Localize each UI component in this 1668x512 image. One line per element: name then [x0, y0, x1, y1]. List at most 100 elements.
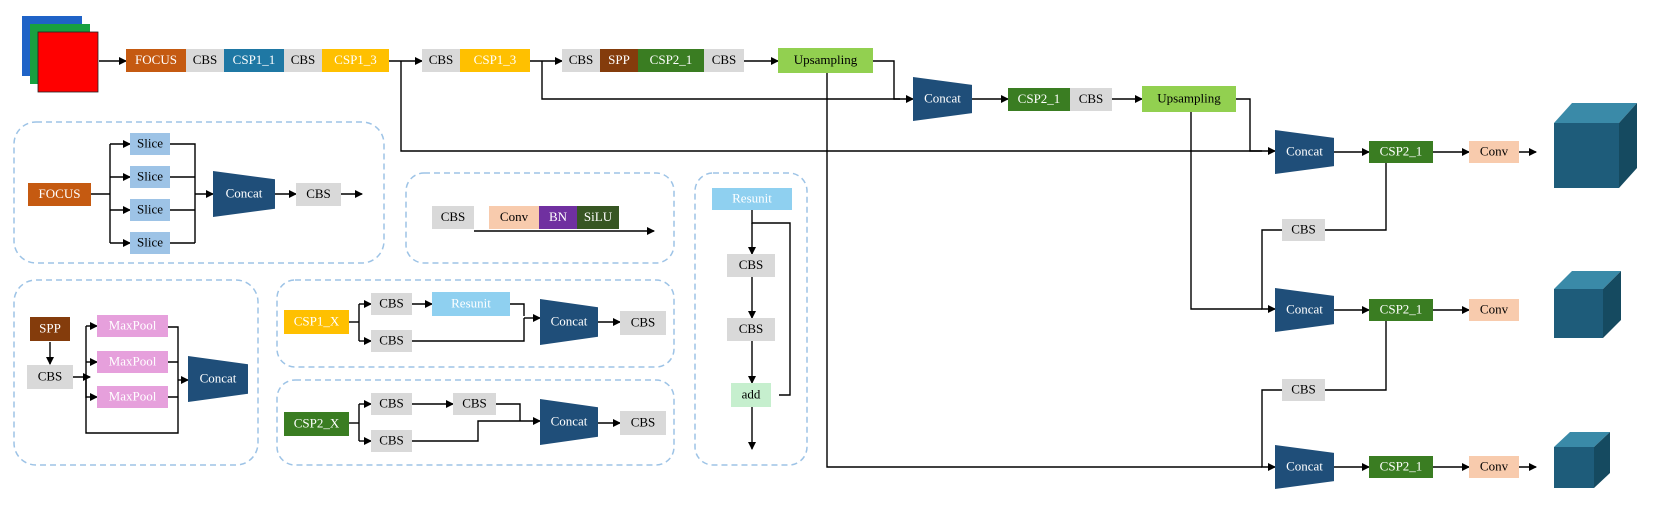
cbs-block-bg: [727, 254, 775, 277]
wire: [1261, 389, 1282, 471]
add-block: add: [731, 383, 771, 407]
maxpool-block-bg: [97, 315, 168, 337]
maxpool-block-bg: [97, 351, 168, 373]
csp2-x-block: CSP2_X: [284, 412, 349, 436]
bn-label: BN: [549, 209, 568, 224]
wire: [1190, 108, 1262, 310]
spp-label: SPP: [39, 320, 61, 335]
spp-module-panel: [13, 279, 259, 466]
concat-label: Concat: [924, 90, 961, 105]
spp-block: SPP: [30, 317, 70, 341]
maxpool-block: MaxPool: [97, 386, 168, 408]
cbs-block-bg: [562, 49, 600, 72]
cbs-label: CBS: [306, 186, 331, 201]
cbs-label: CBS: [291, 52, 316, 67]
wire: [1261, 229, 1282, 313]
maxpool-block-bg: [97, 386, 168, 408]
cbs-block: CBS: [453, 393, 496, 415]
csp1-3-label: CSP1_3: [474, 52, 517, 67]
cbs-block: CBS: [1070, 88, 1112, 111]
concat-label: Concat: [1286, 143, 1323, 158]
conv-block: Conv: [1469, 299, 1519, 321]
bn-block-bg: [539, 206, 577, 229]
wire: [412, 303, 525, 342]
cbs-label: CBS: [1079, 91, 1104, 106]
cbs-block-bg: [620, 411, 666, 435]
slice-block-bg: [130, 199, 170, 221]
wire: [496, 403, 521, 421]
csp2-1-block-bg: [1008, 88, 1070, 111]
resunit-block: Resunit: [712, 188, 792, 210]
cbs-block-bg: [422, 49, 460, 72]
concat-label: Concat: [551, 413, 588, 428]
slice-label: Slice: [137, 201, 163, 216]
resunit-label: Resunit: [451, 295, 491, 310]
focus-label: FOCUS: [39, 186, 81, 201]
cbs-block-bg: [1070, 88, 1112, 111]
slice-block-bg: [130, 166, 170, 188]
cbs-block: CBS: [727, 318, 775, 341]
module-panels: [13, 121, 808, 466]
wire: [1236, 98, 1276, 155]
concat-label: Concat: [551, 313, 588, 328]
resunit-block-bg: [712, 188, 792, 210]
concat-shape: [540, 299, 598, 345]
slice-block: Slice: [130, 199, 170, 221]
concat-shape: [913, 77, 972, 121]
csp2-1-block: CSP2_1: [1369, 141, 1433, 163]
csp2-1-label: CSP2_1: [1380, 143, 1423, 158]
cbs-module-panel: [405, 172, 675, 264]
concat-shape: [213, 171, 275, 217]
cbs-block: CBS: [727, 254, 775, 277]
bn-block: BN: [539, 206, 577, 229]
cbs-block: CBS: [422, 49, 460, 72]
slice-block-bg: [130, 232, 170, 254]
wire: [751, 210, 791, 396]
cbs-block: CBS: [432, 206, 474, 229]
slice-label: Slice: [137, 168, 163, 183]
upsampling-label: Upsampling: [1157, 90, 1221, 105]
focus-block: FOCUS: [28, 183, 91, 206]
conv-label: Conv: [500, 209, 529, 224]
cbs-block-bg: [371, 393, 412, 415]
cbs-block: CBS: [284, 49, 322, 72]
spp-block: SPP: [600, 49, 638, 72]
silu-block-bg: [577, 206, 619, 229]
concat-shape: [1275, 288, 1334, 332]
cbs-block-bg: [432, 206, 474, 229]
wire: [85, 326, 179, 434]
cbs-block-bg: [1282, 379, 1325, 401]
conv-block-bg: [489, 206, 539, 229]
cbs-label: CBS: [379, 332, 404, 347]
cbs-label: CBS: [379, 295, 404, 310]
concat-block: Concat: [1275, 445, 1334, 489]
cbs-label: CBS: [379, 395, 404, 410]
output-cube-icon: [1554, 103, 1637, 188]
concat-block: Concat: [540, 299, 598, 345]
csp2-1-label: CSP2_1: [1380, 458, 1423, 473]
cbs-label: CBS: [631, 414, 656, 429]
concat-label: Concat: [200, 370, 237, 385]
slice-label: Slice: [137, 135, 163, 150]
cbs-block: CBS: [562, 49, 600, 72]
concat-shape: [188, 356, 248, 402]
cbs-label: CBS: [631, 314, 656, 329]
csp2-1-block-bg: [638, 49, 704, 72]
concat-block: Concat: [188, 356, 248, 402]
silu-block: SiLU: [577, 206, 619, 229]
conv-label: Conv: [1480, 143, 1509, 158]
wire: [873, 60, 914, 103]
maxpool-label: MaxPool: [109, 317, 157, 332]
concat-label: Concat: [1286, 458, 1323, 473]
cbs-label: CBS: [712, 52, 737, 67]
slice-block: Slice: [130, 166, 170, 188]
conv-label: Conv: [1480, 301, 1509, 316]
cbs-label: CBS: [38, 368, 63, 383]
wire: [826, 70, 1262, 468]
concat-block: Concat: [540, 399, 598, 445]
wire: [541, 61, 900, 100]
cbs-block-bg: [27, 365, 73, 389]
